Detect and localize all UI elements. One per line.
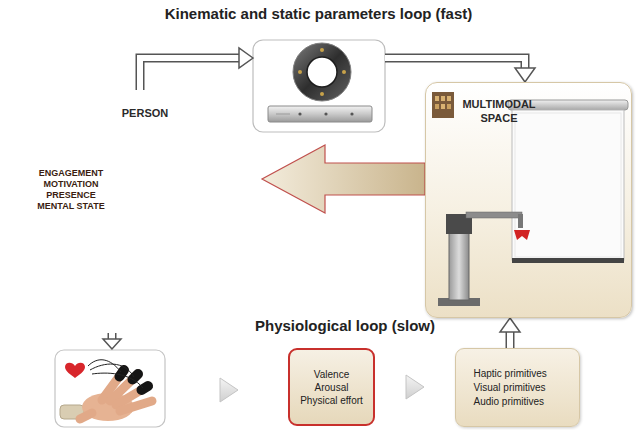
node-text: ENGAGEMENT MOTIVATION PRESENCE MENTAL ST… [31,168,111,212]
title-holder: Kinematic and static parameters loop (fa… [0,5,637,23]
text-holder: Haptic primitives Visual primitives Audi… [474,367,562,409]
multimodal-space-box: MULTIMODAL SPACE [425,82,632,318]
loop-arrow [140,48,253,90]
text-holder: ENGAGEMENT MOTIVATION PRESENCE MENTAL ST… [31,168,111,212]
state-circle: ENGAGEMENT MOTIVATION PRESENCE MENTAL ST… [16,135,126,245]
diagram-title: Kinematic and static parameters loop (fa… [165,5,473,22]
loop-arrow [385,58,535,82]
sensor-picture [253,40,385,132]
state-estimate-box: Valence Arousal Physical effort [288,348,375,426]
flow-arrow [500,318,520,348]
text-holder: Valence Arousal Physical effort [297,368,367,407]
flow-arrow [262,145,425,213]
ellipse-outline [5,86,300,342]
loop-arrow [103,333,121,349]
sensor-hand-picture [55,350,165,427]
text-holder: MULTIMODAL SPACE [456,97,542,125]
flow-arrow [406,375,424,399]
flow-triangle [220,378,238,402]
label-holder: Physiological loop (slow) [190,317,500,335]
node-text: Valence Arousal Physical effort [297,368,367,407]
multimodal-picture [425,82,632,318]
text-holder: PERSON [100,106,190,120]
loop-label: Physiological loop (slow) [255,317,435,334]
node-text: PERSON [100,106,190,120]
node-text: Haptic primitives Visual primitives Audi… [474,367,562,409]
primitives-box: Haptic primitives Visual primitives Audi… [455,348,580,427]
person-ellipse: PERSON ENGAGEMENT MOTIVATION PRESENCE MEN… [5,86,300,342]
node-text: MULTIMODAL SPACE [456,97,542,125]
